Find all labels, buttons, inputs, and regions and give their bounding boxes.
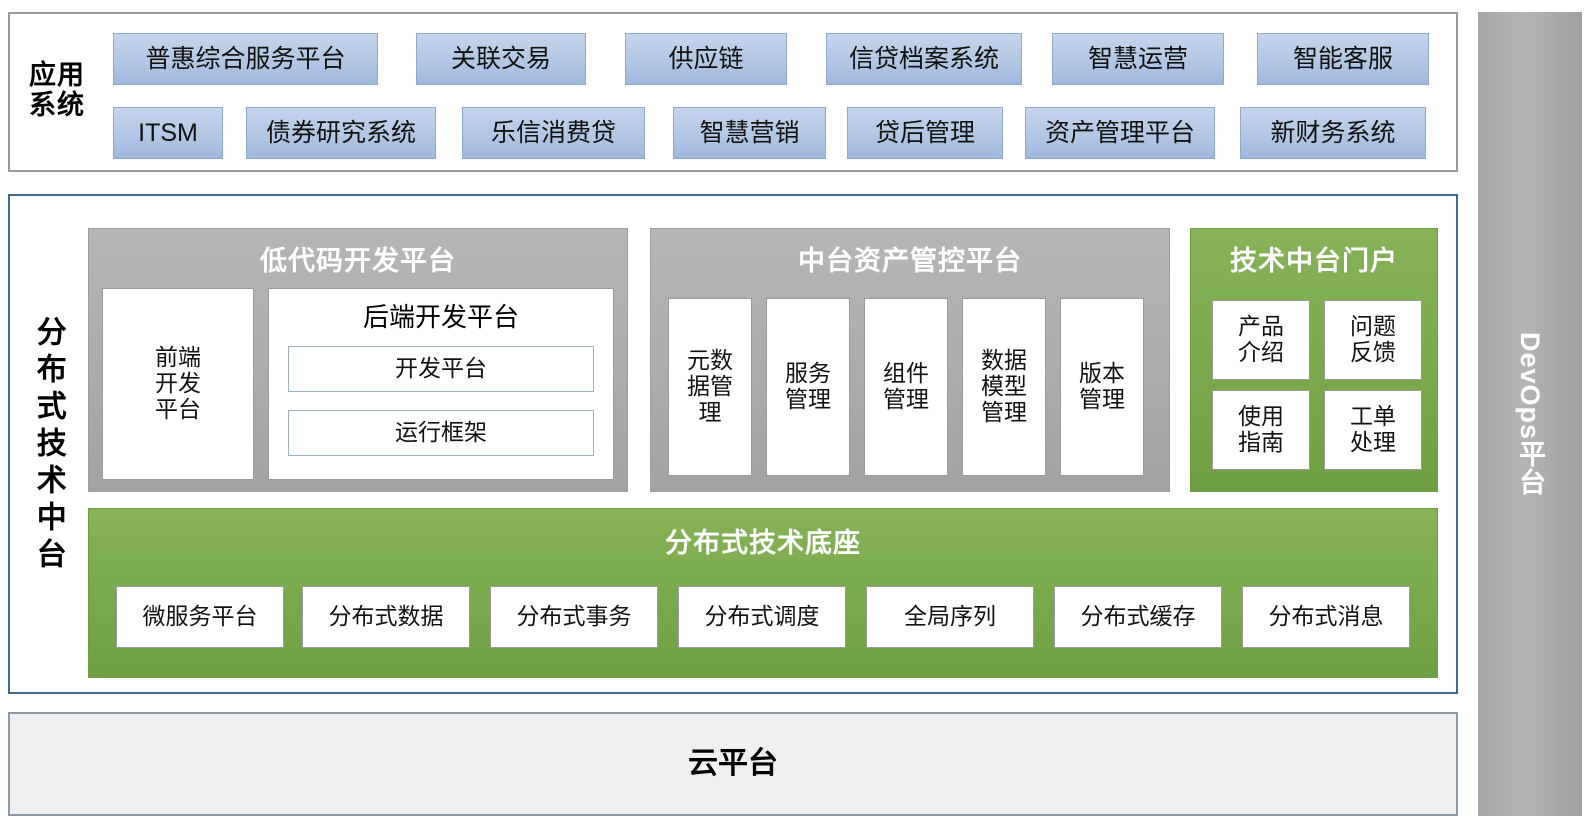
foundation-tile-distributed-data[interactable]: 分布式数据 xyxy=(302,586,470,648)
asset-tile-service-management[interactable]: 服务 管理 xyxy=(766,298,850,476)
app-chip-zhihuiyingxiao[interactable]: 智慧营销 xyxy=(673,107,826,159)
tech-portal-title: 技术中台门户 xyxy=(1230,245,1398,276)
application-systems-label: 应用 系统 xyxy=(12,38,102,142)
foundation-tile-distributed-transaction[interactable]: 分布式事务 xyxy=(490,586,658,648)
backend-item-runtime-framework[interactable]: 运行框架 xyxy=(288,410,594,456)
app-chip-zhinengkefu[interactable]: 智能客服 xyxy=(1257,33,1429,85)
app-chip-zhaiquanyanjiu[interactable]: 债券研究系统 xyxy=(246,107,436,159)
foundation-tile-distributed-message[interactable]: 分布式消息 xyxy=(1242,586,1410,648)
foundation-tile-distributed-cache[interactable]: 分布式缓存 xyxy=(1054,586,1222,648)
app-chip-puhui[interactable]: 普惠综合服务平台 xyxy=(113,33,378,85)
app-chip-xincaiwu[interactable]: 新财务系统 xyxy=(1240,107,1426,159)
app-chip-zichanguanli[interactable]: 资产管理平台 xyxy=(1025,107,1215,159)
asset-tile-component-management[interactable]: 组件 管理 xyxy=(864,298,948,476)
app-chip-lexinxiaofeidai[interactable]: 乐信消费贷 xyxy=(462,107,645,159)
cloud-platform-panel xyxy=(8,712,1458,816)
asset-control-platform-title: 中台资产管控平台 xyxy=(798,245,1022,276)
frontend-dev-platform-tile[interactable]: 前端 开发 平台 xyxy=(102,288,254,480)
backend-dev-platform-title: 后端开发平台 xyxy=(362,302,519,333)
portal-tile-ticket-handling[interactable]: 工单 处理 xyxy=(1324,390,1422,470)
distributed-foundation-title: 分布式技术底座 xyxy=(665,527,861,558)
asset-tile-version-management[interactable]: 版本 管理 xyxy=(1060,298,1144,476)
app-label-line2: 系统 xyxy=(29,90,85,120)
portal-tile-issue-feedback[interactable]: 问题 反馈 xyxy=(1324,300,1422,380)
app-chip-gongyinglian[interactable]: 供应链 xyxy=(625,33,787,85)
app-label-line1: 应用 xyxy=(29,59,85,90)
cloud-platform-title: 云平台 xyxy=(688,747,778,781)
app-chip-zhihuiyunying[interactable]: 智慧运营 xyxy=(1052,33,1224,85)
foundation-tile-distributed-scheduling[interactable]: 分布式调度 xyxy=(678,586,846,648)
backend-item-dev-platform[interactable]: 开发平台 xyxy=(288,346,594,392)
asset-tile-data-model-management[interactable]: 数据 模型 管理 xyxy=(962,298,1046,476)
lowcode-platform-title: 低代码开发平台 xyxy=(260,245,456,276)
app-chip-xindaidangan[interactable]: 信贷档案系统 xyxy=(826,33,1022,85)
app-chip-itsm[interactable]: ITSM xyxy=(113,107,223,159)
app-chip-daihouguanli[interactable]: 贷后管理 xyxy=(847,107,1003,159)
foundation-tile-global-sequence[interactable]: 全局序列 xyxy=(866,586,1034,648)
distributed-tech-platform-label: 分布式技术中台 xyxy=(31,315,65,575)
portal-tile-product-intro[interactable]: 产品 介绍 xyxy=(1212,300,1310,380)
asset-tile-metadata-management[interactable]: 元数 据管 理 xyxy=(668,298,752,476)
devops-platform-label: DevOps平台 xyxy=(1515,331,1546,497)
devops-platform-panel xyxy=(1478,12,1582,816)
app-chip-guanlianjiaoyi[interactable]: 关联交易 xyxy=(416,33,586,85)
foundation-tile-microservice-platform[interactable]: 微服务平台 xyxy=(116,586,284,648)
portal-tile-user-guide[interactable]: 使用 指南 xyxy=(1212,390,1310,470)
